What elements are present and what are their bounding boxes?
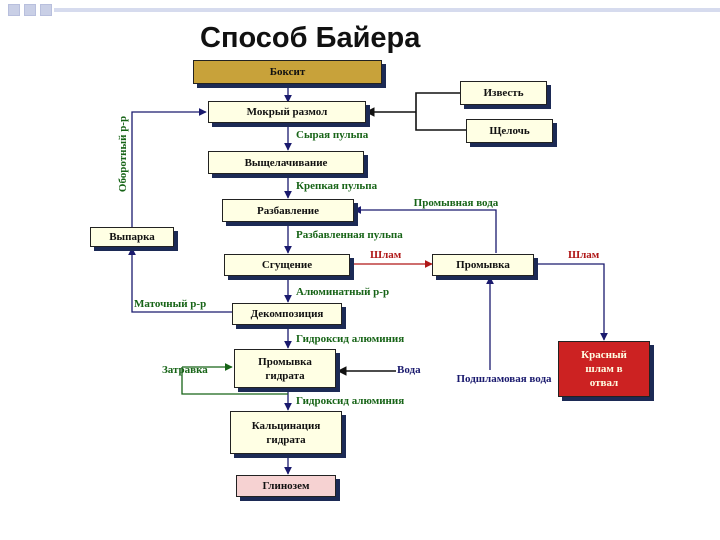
strong-pulp-label: Крепкая пульпа: [296, 180, 378, 192]
washing-box: Промывка: [432, 254, 534, 276]
mud-label-2: Шлам: [568, 249, 600, 261]
decorative-square: [40, 4, 52, 16]
alumina-box: Глинозем: [236, 475, 336, 497]
aluminate-solution-label: Алюминатный р-р: [296, 286, 390, 298]
mother-liquor-label: Маточный р-р: [134, 298, 207, 310]
hydrate-washing-box: Промывка гидрата: [234, 349, 336, 388]
dilution-box: Разбавление: [222, 199, 354, 222]
decorative-square: [24, 4, 36, 16]
aluminum-hydroxide-label-1: Гидроксид алюминия: [296, 333, 405, 345]
bauxite-box: Боксит: [193, 60, 382, 84]
decorative-square: [8, 4, 20, 16]
thickening-box: Сгущение: [224, 254, 350, 276]
arrow-lime-alkali-to-grinding: [415, 92, 466, 131]
decorative-band: [54, 8, 720, 12]
aluminum-hydroxide-label-2: Гидроксид алюминия: [296, 395, 405, 407]
alkali-box: Щелочь: [466, 119, 553, 143]
wet-grinding-box: Мокрый размол: [208, 101, 366, 123]
calcination-box: Кальцинация гидрата: [230, 411, 342, 454]
diluted-pulp-label: Разбавленная пульпа: [296, 229, 403, 241]
arrow-mother-liquor: [128, 247, 232, 313]
arrow-mud-to-red-mud: [534, 263, 608, 341]
seeding-label: Затравка: [162, 364, 208, 376]
lime-box: Известь: [460, 81, 547, 105]
arrow-seeding: [181, 367, 288, 395]
decomposition-box: Декомпозиция: [232, 303, 342, 325]
evaporation-box: Выпарка: [90, 227, 174, 247]
raw-pulp-label: Сырая пульпа: [296, 129, 369, 141]
page-title: Способ Байера: [200, 22, 421, 54]
sub-mud-water-label: Подшламовая вода: [456, 373, 552, 385]
red-mud-box: Красный шлам в отвал: [558, 341, 650, 397]
wash-water-label: Промывная вода: [413, 197, 499, 209]
mud-label-1: Шлам: [370, 249, 402, 261]
arrow-wash-water: [353, 206, 497, 253]
leaching-box: Выщелачивание: [208, 151, 364, 174]
water-label: Вода: [397, 364, 421, 376]
arrow-recycled-solution: [131, 108, 207, 228]
recycled-solution-label: Оборотный р-р: [117, 115, 129, 193]
